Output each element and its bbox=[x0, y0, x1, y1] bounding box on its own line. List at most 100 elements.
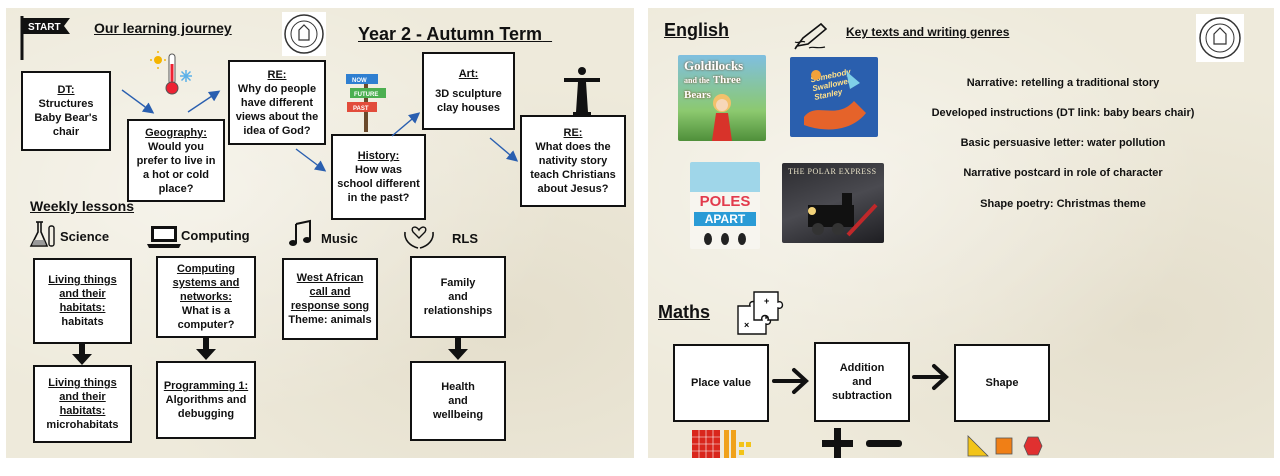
term-title-text: Year 2 - Autumn Term bbox=[358, 24, 543, 44]
computing-box-networks: Computing systems and networks: What is … bbox=[156, 256, 256, 338]
subject-computing-label: Computing bbox=[181, 228, 250, 243]
maths-step-2: Addition and subtraction bbox=[832, 362, 892, 402]
computing-box-programming: Programming 1: Algorithms and debugging bbox=[156, 361, 256, 439]
journey-arrows bbox=[121, 89, 519, 172]
maths-box-place-value: Place value bbox=[673, 344, 769, 422]
journey-geography-body: Would you prefer to live in a hot or col… bbox=[136, 140, 216, 195]
svg-text:+: + bbox=[764, 296, 769, 306]
pencil-writing-icon bbox=[794, 22, 828, 50]
journey-box-re-1: RE: Why do people have different views a… bbox=[228, 60, 326, 145]
journey-art-body: 3D sculpture clay houses bbox=[435, 88, 502, 114]
maths-title: Maths bbox=[658, 302, 711, 322]
journey-box-art: Art: 3D sculpture clay houses bbox=[422, 52, 515, 130]
stanley-illustration-icon bbox=[804, 70, 866, 130]
genre-1: Narrative: retelling a traditional story bbox=[966, 77, 1160, 89]
laptop-icon bbox=[147, 226, 181, 248]
journey-art-title: Art: bbox=[458, 68, 479, 80]
arrow-right-1 bbox=[772, 368, 809, 394]
music-box-song: West African call and response song Them… bbox=[282, 258, 378, 340]
genre-2: Developed instructions (DT link: baby be… bbox=[931, 107, 1195, 119]
thermometer-weather-icon bbox=[150, 51, 192, 95]
signpost-future: FUTURE bbox=[354, 92, 378, 98]
arrow-history-to-art bbox=[391, 112, 421, 137]
signpost-now: NOW bbox=[352, 78, 367, 84]
book-poles-line2: APART bbox=[694, 212, 756, 226]
arrow-geography-to-re bbox=[187, 90, 221, 113]
journey-dt-body: Structures Baby Bear's chair bbox=[34, 98, 98, 138]
book-goldilocks-line3: Three Bears bbox=[684, 74, 741, 101]
science-box2-title: Living things and their habitats: bbox=[48, 377, 117, 417]
plus-minus-icon bbox=[822, 428, 902, 458]
rls-box2-body: Health and wellbeing bbox=[432, 381, 484, 421]
music-box1-title: West African call and response song bbox=[290, 272, 370, 312]
penguins-icon bbox=[704, 233, 746, 245]
arrow-art-to-re bbox=[489, 137, 519, 162]
learning-journey-panel: START Our learning journey Year 2 - Autu… bbox=[6, 8, 634, 458]
science-box-habitats: Living things and their habitats: habita… bbox=[33, 258, 132, 344]
svg-text:×: × bbox=[744, 320, 749, 330]
book-poles-line1: POLES bbox=[699, 193, 751, 210]
journey-box-dt: DT: Structures Baby Bear's chair bbox=[21, 71, 111, 151]
rls-box1-body: Family and relationships bbox=[423, 277, 493, 317]
genre-3: Basic persuasive letter: water pollution bbox=[960, 137, 1166, 149]
start-flag-icon: START bbox=[20, 16, 70, 60]
computing-box1-title: Computing systems and networks: bbox=[172, 263, 240, 303]
journey-re2-body: What does the nativity story teach Chris… bbox=[530, 141, 616, 195]
english-title: English bbox=[664, 20, 730, 40]
book-polar-express-title: THE POLAR EXPRESS bbox=[788, 167, 877, 176]
term-title: Year 2 - Autumn Term bbox=[358, 24, 552, 45]
arrow-right-2 bbox=[912, 364, 949, 390]
signpost-icon: NOW FUTURE PAST bbox=[346, 74, 386, 132]
signpost-past: PAST bbox=[353, 106, 369, 112]
subject-music-label: Music bbox=[321, 231, 358, 246]
journey-history-title: History: bbox=[357, 150, 400, 162]
book-poles-apart: POLES APART bbox=[690, 162, 760, 249]
science-flask-icon bbox=[29, 221, 55, 247]
arrow-down-computing bbox=[196, 338, 216, 360]
science-box1-title: Living things and their habitats: bbox=[48, 274, 117, 314]
maths-step-1: Place value bbox=[691, 377, 751, 389]
book-goldilocks: Goldilocks and the Three Bears bbox=[678, 55, 766, 141]
start-flag-label: START bbox=[28, 22, 61, 33]
journey-dt-title: DT: bbox=[57, 84, 75, 96]
journey-geography-title: Geography: bbox=[145, 126, 207, 139]
journey-title: Our learning journey bbox=[94, 20, 232, 36]
book-goldilocks-line2: and the bbox=[684, 76, 710, 85]
maths-arrows bbox=[772, 364, 949, 394]
journey-history-body: How was school different in the past? bbox=[337, 164, 420, 204]
maths-step-3: Shape bbox=[985, 377, 1019, 389]
arrow-dt-to-geography bbox=[121, 89, 155, 114]
puzzle-pieces-icon: × + bbox=[737, 291, 784, 335]
computing-box1-body: What is a computer? bbox=[177, 305, 235, 331]
arrow-down-rls bbox=[448, 338, 468, 360]
train-illustration-icon bbox=[808, 193, 878, 237]
rls-box-family: Family and relationships bbox=[410, 256, 506, 338]
school-crest-right-icon bbox=[1196, 14, 1244, 62]
english-maths-panel: English Key texts and writing genres Gol… bbox=[648, 8, 1274, 458]
weekly-lessons-title: Weekly lessons bbox=[30, 198, 135, 214]
computing-box2-title: Programming 1: bbox=[163, 380, 249, 392]
genre-4: Narrative postcard in role of character bbox=[963, 167, 1163, 179]
subject-science-label: Science bbox=[60, 229, 110, 244]
book-polar-express: THE POLAR EXPRESS bbox=[782, 163, 884, 243]
science-box2-body: microhabitats bbox=[46, 419, 119, 431]
hands-heart-icon bbox=[404, 226, 434, 249]
science-box1-body: habitats bbox=[61, 316, 104, 328]
maths-box-shape: Shape bbox=[954, 344, 1050, 422]
genre-5: Shape poetry: Christmas theme bbox=[980, 198, 1146, 210]
place-value-blocks-icon bbox=[692, 430, 751, 458]
rls-box-health: Health and wellbeing bbox=[410, 361, 506, 441]
maths-box-addition: Addition and subtraction bbox=[814, 342, 910, 422]
journey-re2-title: RE: bbox=[563, 127, 583, 139]
journey-box-re-2: RE: What does the nativity story teach C… bbox=[520, 115, 626, 207]
book-goldilocks-line1: Goldilocks bbox=[684, 58, 744, 73]
journey-re1-title: RE: bbox=[267, 68, 287, 81]
goldilocks-figure-icon bbox=[712, 94, 732, 141]
journey-re1-body: Why do people have different views about… bbox=[235, 82, 319, 137]
journey-box-history: History: How was school different in the… bbox=[331, 134, 426, 220]
key-texts-title: Key texts and writing genres bbox=[846, 25, 1010, 39]
science-box-microhabitats: Living things and their habitats: microh… bbox=[33, 365, 132, 443]
arrow-re-to-history bbox=[295, 148, 327, 172]
shapes-icon bbox=[967, 435, 1043, 457]
school-crest-icon bbox=[282, 12, 326, 56]
